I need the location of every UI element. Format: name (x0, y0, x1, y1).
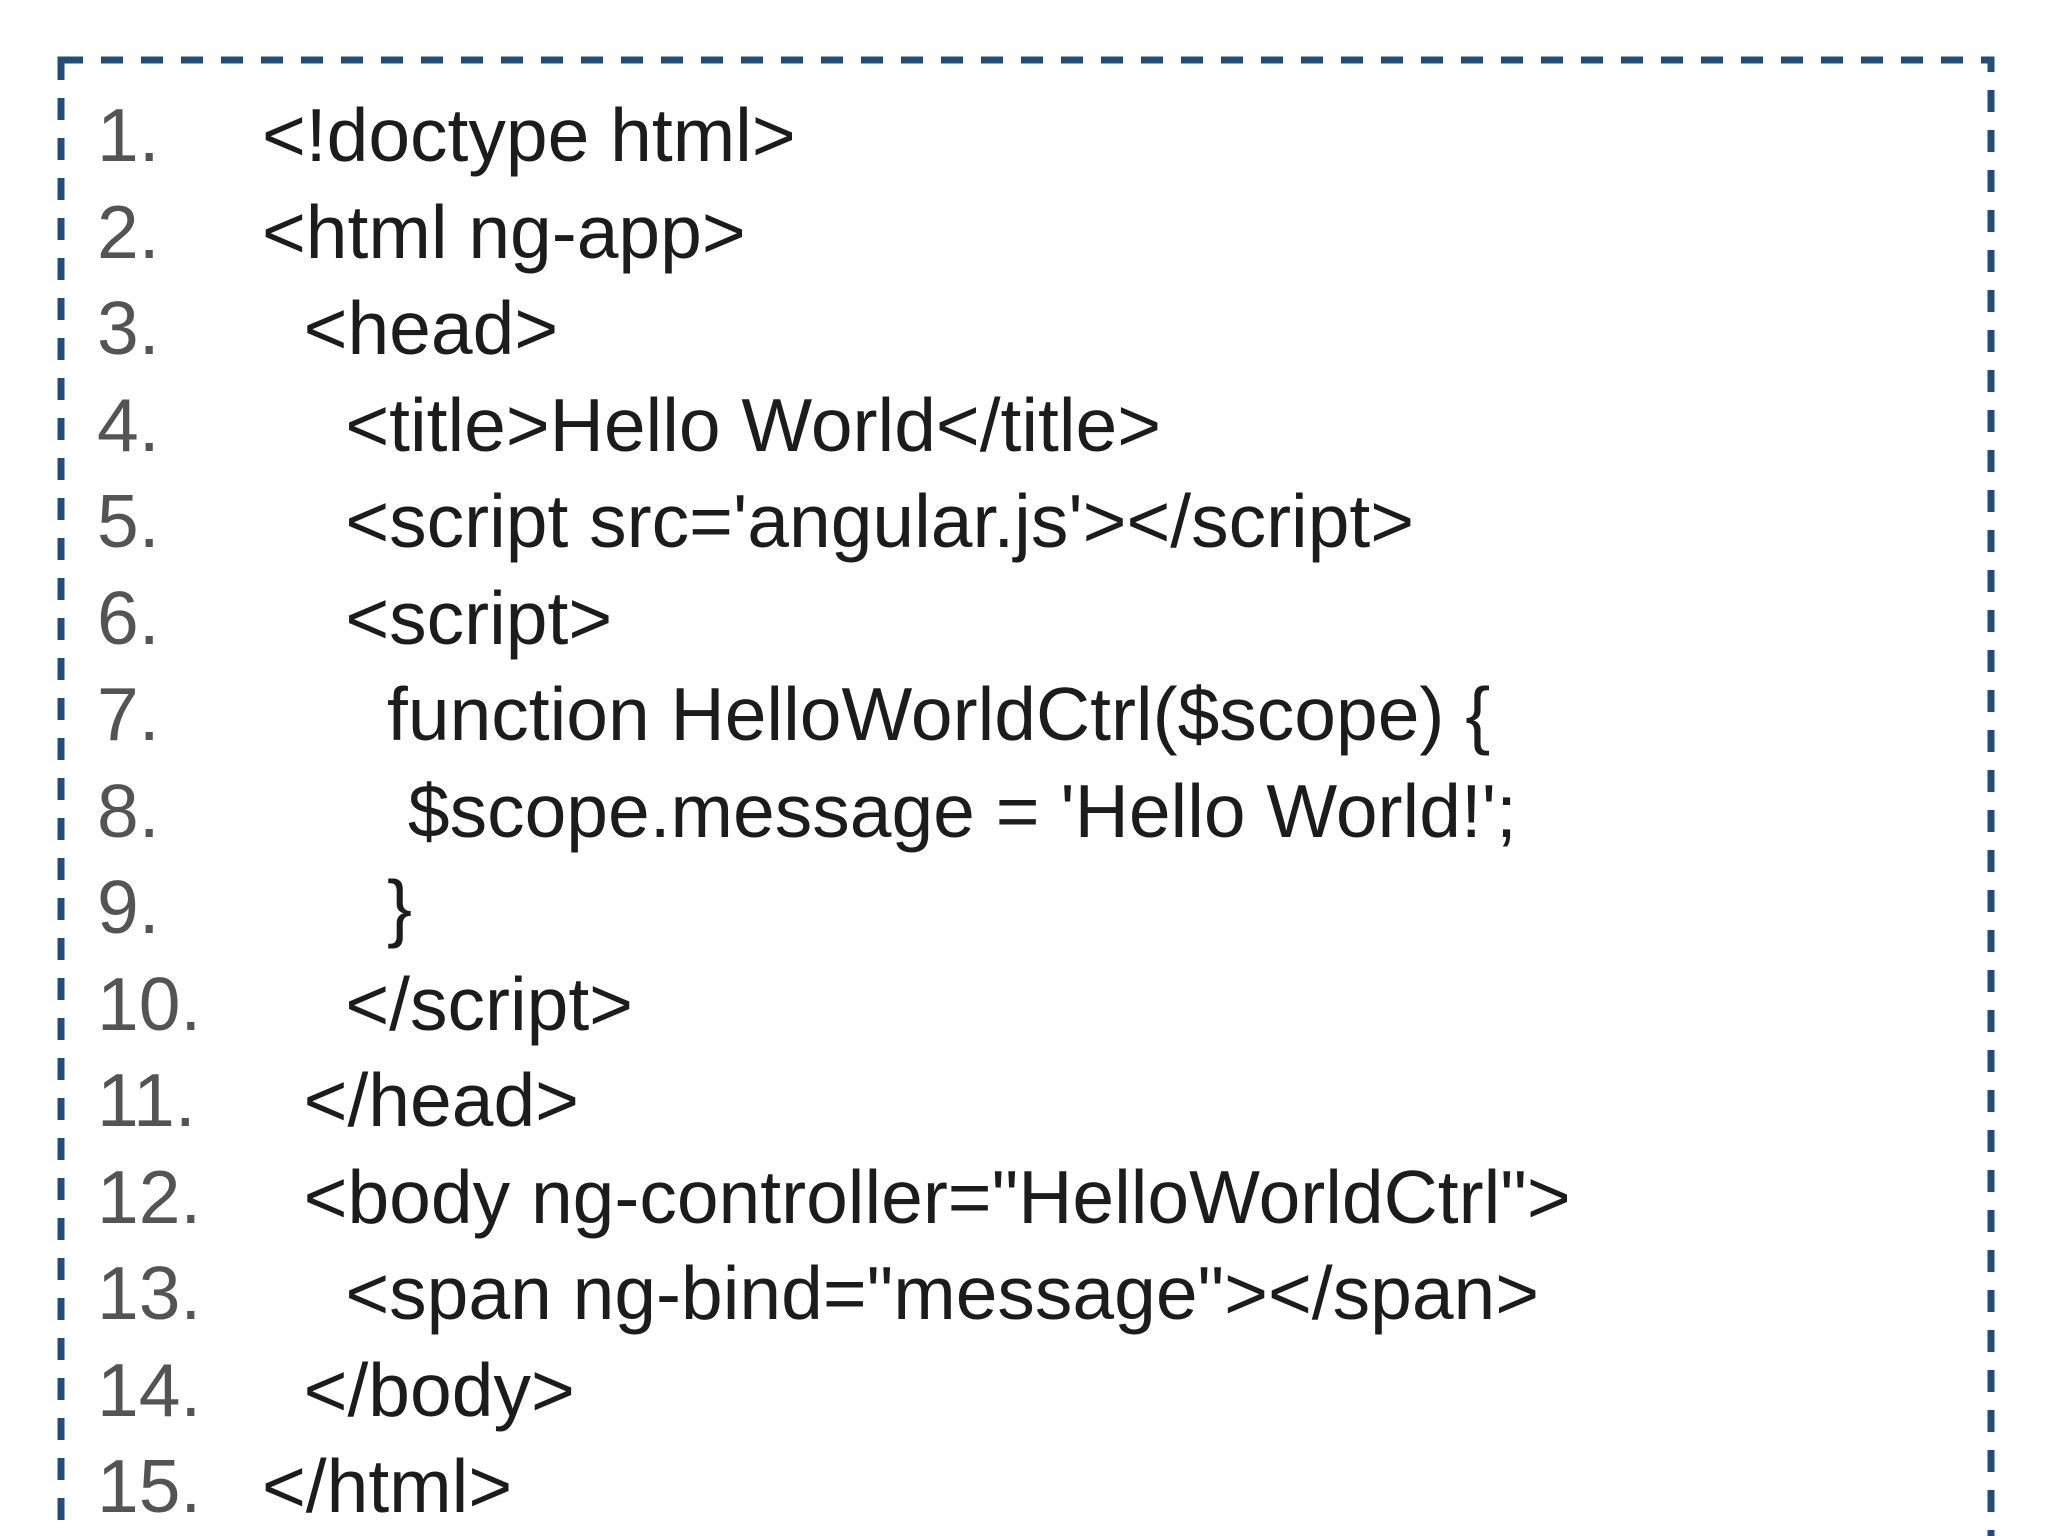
line-text: function HelloWorldCtrl($scope) { (262, 672, 1491, 756)
code-line: 5. <script src='angular.js'></script> (97, 473, 1571, 570)
code-line: 7. function HelloWorldCtrl($scope) { (97, 666, 1571, 763)
code-listing: 1. <!doctype html> 2. <html ng-app> 3. <… (97, 87, 1571, 1535)
code-line: 13. <span ng-bind="message"></span> (97, 1245, 1571, 1342)
code-line: 12. <body ng-controller="HelloWorldCtrl"… (97, 1149, 1571, 1246)
code-line: 1. <!doctype html> (97, 87, 1571, 184)
line-text: </html> (262, 1444, 513, 1528)
line-number: 2. (97, 189, 160, 274)
line-text: </body> (262, 1347, 575, 1432)
line-text: </head> (262, 1058, 579, 1142)
line-number: 10. (97, 961, 202, 1046)
line-number: 1. (97, 93, 160, 177)
code-line: 2. <html ng-app> (97, 184, 1571, 281)
code-line: 14. </body> (97, 1342, 1571, 1439)
line-text: } (262, 865, 413, 949)
line-text: <!doctype html> (262, 93, 796, 177)
line-text: <head> (262, 286, 559, 370)
line-text: $scope.message = 'Hello World!'; (262, 768, 1517, 853)
code-line: 15. </html> (97, 1438, 1571, 1535)
line-text: <script> (262, 575, 613, 660)
line-number: 8. (97, 768, 160, 853)
line-number: 6. (97, 575, 160, 660)
line-text: <body ng-controller="HelloWorldCtrl"> (262, 1154, 1571, 1239)
line-number: 13. (97, 1251, 202, 1335)
line-text: </script> (262, 961, 633, 1046)
line-number: 3. (97, 286, 160, 370)
code-line: 9. } (97, 859, 1571, 956)
line-number: 7. (97, 672, 160, 756)
line-number: 5. (97, 479, 160, 563)
line-number: 15. (97, 1444, 202, 1528)
line-text: <html ng-app> (262, 189, 746, 274)
line-number: 11. (97, 1058, 196, 1142)
line-text: <title>Hello World</title> (262, 382, 1162, 467)
code-line: 3. <head> (97, 280, 1571, 377)
code-line: 11. </head> (97, 1052, 1571, 1149)
line-number: 9. (97, 865, 160, 949)
code-line: 4. <title>Hello World</title> (97, 377, 1571, 474)
line-text: <script src='angular.js'></script> (262, 479, 1415, 563)
line-text: <span ng-bind="message"></span> (262, 1251, 1540, 1335)
line-number: 12. (97, 1154, 202, 1239)
line-number: 4. (97, 382, 160, 467)
code-line: 8. $scope.message = 'Hello World!'; (97, 763, 1571, 860)
line-number: 14. (97, 1347, 202, 1432)
code-line: 6. <script> (97, 570, 1571, 667)
code-line: 10. </script> (97, 956, 1571, 1053)
